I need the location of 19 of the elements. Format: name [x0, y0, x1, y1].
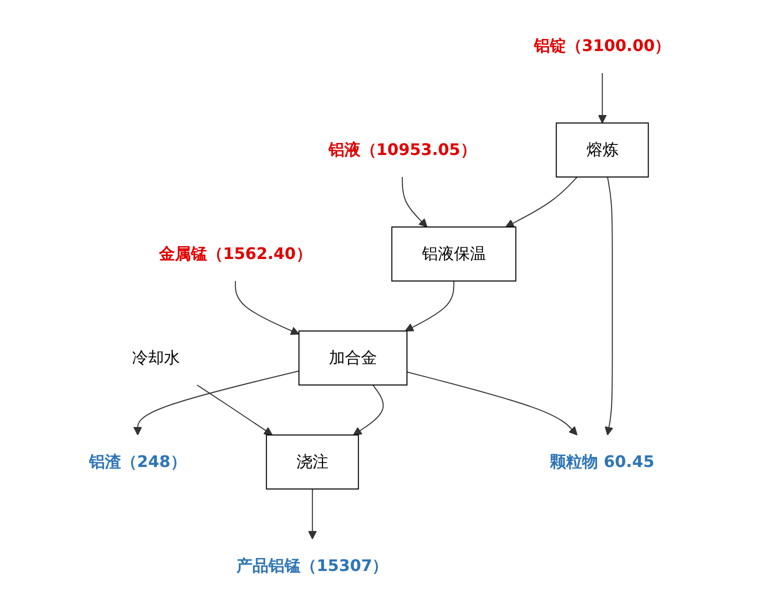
- node-box: 铝液保温: [391, 226, 516, 282]
- arrow: [604, 176, 614, 436]
- arrow: [406, 371, 578, 436]
- node-text: 颗粒物 60.45: [550, 452, 655, 471]
- node-text: 金属锰（1562.40）: [159, 244, 312, 263]
- node-box: 熔炼: [556, 122, 649, 178]
- arrow: [598, 72, 607, 124]
- node-text: 产品铝锰（15307）: [236, 556, 388, 575]
- arrow: [405, 280, 454, 332]
- node-box: 浇注: [266, 434, 360, 490]
- node-box: 加合金: [298, 330, 408, 386]
- arrow: [196, 384, 273, 436]
- arrow: [235, 280, 300, 335]
- arrow: [353, 384, 384, 436]
- arrow: [505, 176, 578, 228]
- arrow: [308, 488, 317, 540]
- node-text: 冷却水: [132, 348, 180, 367]
- arrow: [402, 176, 428, 228]
- arrow: [133, 370, 300, 436]
